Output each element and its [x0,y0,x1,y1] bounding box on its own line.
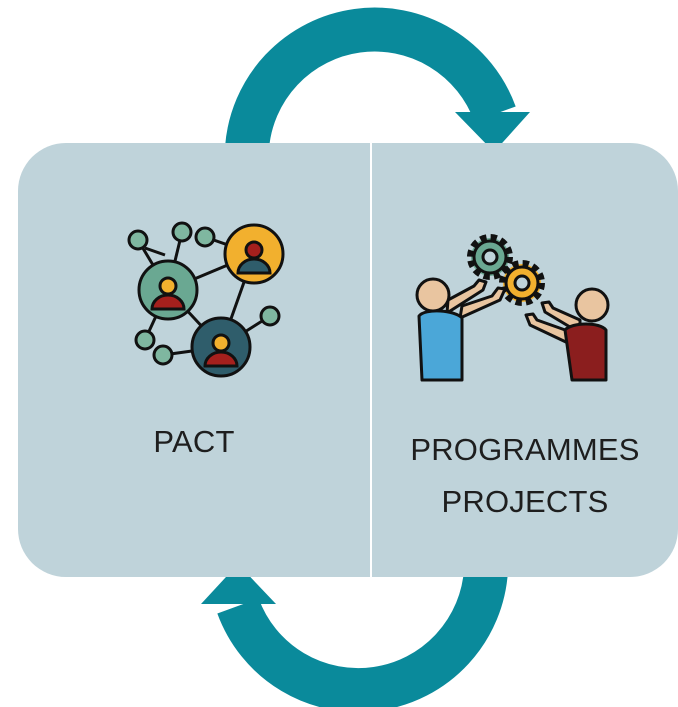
bottom-cycle-arrow [201,564,508,707]
projects-label: PROJECTS [441,484,609,519]
top-cycle-arrow [225,7,530,152]
programmes-projects-label: PROGRAMMES PROJECTS [372,424,678,528]
gear-icon-yellow [499,260,545,306]
programmes-label: PROGRAMMES [410,432,640,467]
gear-icon-green [467,234,513,280]
panel-divider [370,143,372,577]
pact-label: PACT [153,424,235,459]
